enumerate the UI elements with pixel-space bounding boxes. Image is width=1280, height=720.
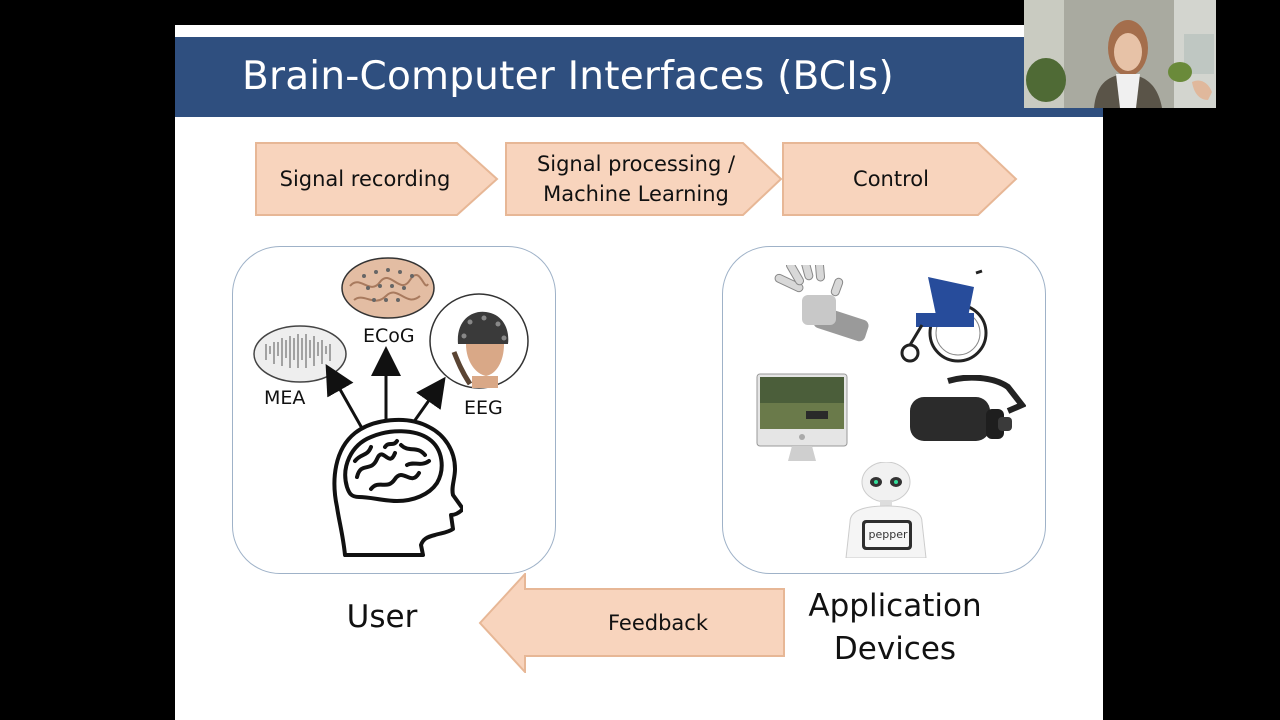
chevron-arrow-icon <box>782 142 1018 216</box>
pipeline-step-signal-processing: Signal processing / Machine Learning <box>505 142 783 216</box>
slide-title: Brain-Computer Interfaces (BCIs) <box>242 54 894 99</box>
application-devices-panel: pepper <box>722 246 1046 574</box>
eeg-label: EEG <box>464 397 503 419</box>
title-bar: Brain-Computer Interfaces (BCIs) <box>175 37 1103 117</box>
imac-computer-image <box>756 373 848 461</box>
user-panel: MEA ECoG EEG <box>232 246 556 574</box>
brain-head-icon <box>332 417 463 557</box>
pepper-screen-text: pepper <box>868 528 908 541</box>
pipeline-step-label: Signal recording <box>279 167 451 191</box>
wheelchair-image <box>900 269 988 363</box>
mea-array-image <box>253 325 347 383</box>
pepper-robot-image <box>845 462 927 558</box>
pipeline-step-signal-recording: Signal recording <box>255 142 499 216</box>
eeg-cap-image <box>429 293 529 389</box>
pipeline-step-label: Control <box>853 167 929 191</box>
presenter-webcam-video[interactable] <box>1024 0 1216 108</box>
vr-headset-image <box>910 375 1026 441</box>
user-label: User <box>346 599 418 635</box>
pipeline-step-control: Control <box>782 142 1018 216</box>
chevron-arrow-icon <box>505 142 783 216</box>
presenter-video-frame <box>1024 0 1216 108</box>
recording-arrows <box>325 346 446 431</box>
ecog-label: ECoG <box>363 325 415 347</box>
ecog-brain-image <box>341 257 435 319</box>
pipeline-step-label: Signal processing / Machine Learning <box>536 152 736 206</box>
feedback-label: Feedback <box>607 611 708 635</box>
chevron-arrow-icon <box>255 142 499 216</box>
robotic-hand-image <box>774 265 869 342</box>
left-arrow-icon <box>478 571 785 675</box>
mea-label: MEA <box>264 387 306 409</box>
feedback-arrow: Feedback <box>478 571 786 675</box>
application-devices-label: Application Devices <box>808 588 982 667</box>
slide: Brain-Computer Interfaces (BCIs) Signal … <box>175 25 1103 720</box>
